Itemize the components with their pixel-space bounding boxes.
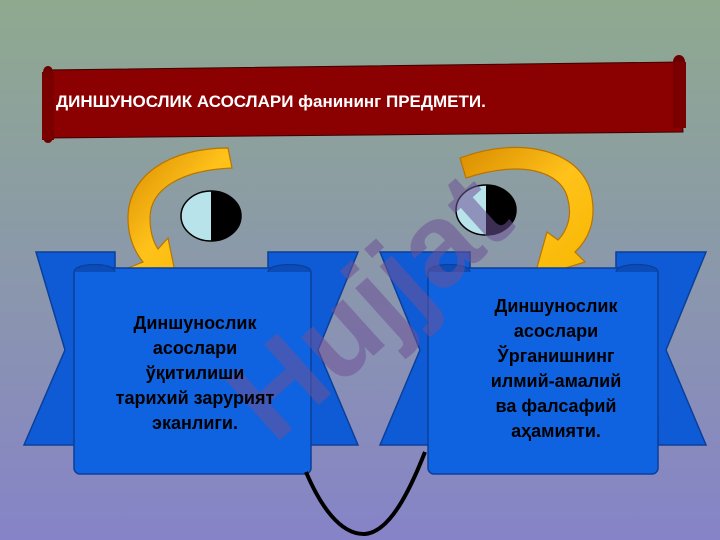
slide-title: ДИНШУНОСЛИК АСОСЛАРИ фанининг ПРЕДМЕТИ. [56,92,486,111]
right-scroll-line: асослари [513,321,599,341]
left-scroll-line: асослари [152,338,238,358]
connector-curve [304,451,427,537]
title-banner [42,55,686,143]
right-eye-icon [455,184,517,236]
left-eye-icon [180,190,242,242]
left-scroll-line: Диншунослик [133,313,257,333]
right-scroll-line: илмий-амалий [490,371,622,391]
left-scroll-text: Диншунослик асослари ўқитилиши тарихий з… [84,311,306,436]
left-scroll-line: ўқитилиши [145,363,245,383]
left-scroll-line: эканлиги. [152,413,238,433]
right-scroll [378,251,708,475]
right-scroll-line: Ўрганишнинг [497,346,615,366]
left-scroll [22,251,360,475]
right-scroll-line: ва фалсафий [495,396,617,416]
left-scroll-line: тарихий зарурият [115,388,275,408]
right-scroll-line: Диншунослик [494,296,618,316]
right-scroll-line: аҳамияти. [511,421,601,441]
right-scroll-text: Диншунослик асослари Ўрганишнинг илмий-а… [452,294,660,444]
